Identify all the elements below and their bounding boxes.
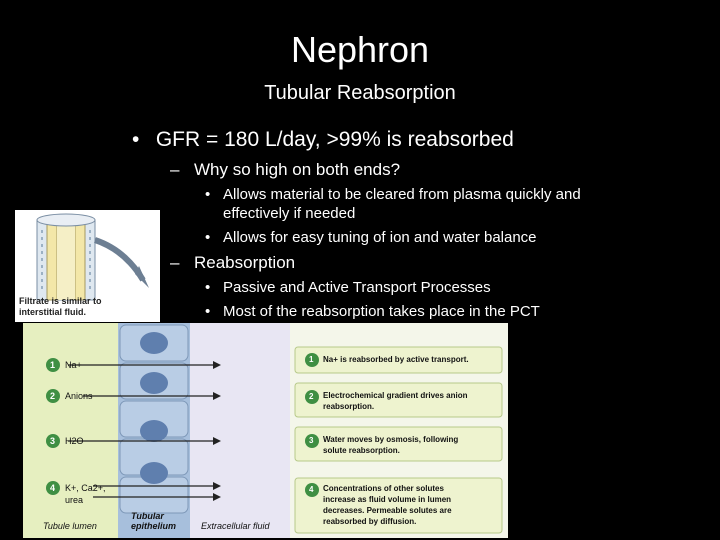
sub-bullet-reabsorption: –Reabsorption — [170, 253, 295, 273]
bullet-dot: • — [132, 128, 140, 151]
sub-bullet-why: –Why so high on both ends? — [170, 160, 400, 180]
tubule-lumen-small — [57, 220, 75, 300]
bullet-dot: • — [205, 186, 211, 203]
left-label-k-ca: K+, Ca2+, — [65, 483, 106, 493]
filtrate-caption: Filtrate is similar to interstitial flui… — [19, 296, 102, 318]
bullet-gfr-text: GFR = 180 L/day, >99% is reabsorbed — [155, 128, 514, 151]
point-tuning-text: Allows for easy tuning of ion and water … — [223, 229, 537, 246]
legend-3-line1: Water moves by osmosis, following — [323, 435, 459, 444]
reabsorption-figure — [23, 323, 508, 538]
tubule-top — [36, 213, 96, 227]
left-num-2: 2 — [50, 391, 56, 401]
point-cleared: • Allows material to be cleared from plas… — [205, 186, 581, 204]
left-num-1: 1 — [50, 360, 56, 370]
sub-bullet-reabsorption-text: Reabsorption — [194, 253, 296, 272]
legend-4-line3: decreases. Permeable solutes are — [323, 506, 452, 515]
point-tuning: • Allows for easy tuning of ion and water… — [205, 229, 537, 247]
left-number-circles — [46, 358, 60, 495]
legend-boxes — [294, 346, 503, 534]
right-number-circles — [305, 353, 319, 497]
epithelial-cells — [119, 324, 189, 514]
filtrate-caption-line1: Filtrate is similar to — [19, 296, 102, 306]
point-cleared-text: Allows material to be cleared from plasm… — [223, 186, 581, 203]
callout-arrowhead — [135, 266, 149, 288]
filtrate-caption-line2: interstitial fluid. — [19, 307, 87, 317]
point-pct-text: Most of the reabsorption takes place in … — [223, 303, 540, 320]
tubule-wall-left — [46, 219, 58, 301]
tubule-diagram: Filtrate is similar to interstitial flui… — [15, 210, 160, 322]
slide-title: Nephron — [290, 29, 430, 70]
transport-arrows — [68, 364, 213, 498]
tubule-wall-right — [74, 219, 86, 301]
left-label-h2o: H2O — [65, 436, 84, 446]
footer-tubule-lumen: Tubule lumen — [43, 521, 97, 531]
legend-text: 1 Na+ is reabsorbed by active transport.… — [23, 323, 508, 538]
legend-4-line2: increase as fluid volume in lumen — [323, 495, 452, 504]
footer-epithelium-line1: Tubular — [131, 511, 164, 521]
bullet-dot: • — [205, 279, 211, 296]
left-num-3: 3 — [50, 436, 56, 446]
left-label-na: Na+ — [65, 360, 82, 370]
dash-marker: – — [170, 160, 180, 179]
point-pct: • Most of the reabsorption takes place in… — [205, 303, 540, 321]
point-cleared-cont: effectively if needed — [223, 205, 356, 222]
legend-2-line1: Electrochemical gradient drives anion — [323, 391, 468, 400]
ecf-region — [190, 323, 290, 538]
legend-4-line4: reabsorbed by diffusion. — [323, 517, 417, 526]
legend-4-line1: Concentrations of other solutes — [323, 484, 444, 493]
legend-1-line1: Na+ is reabsorbed by active transport. — [323, 355, 469, 364]
transport-arrowheads — [213, 361, 221, 501]
left-num-4: 4 — [50, 483, 56, 493]
right-num-1: 1 — [309, 355, 314, 364]
point-transport: • Passive and Active Transport Processes — [205, 279, 491, 297]
reabsorption-diagram: 1 Na+ 2 Anions 3 H2O 4 K+, Ca2+, urea 1 … — [23, 323, 508, 538]
bullet-dot: • — [205, 229, 211, 246]
right-num-4: 4 — [309, 485, 314, 494]
dash-marker: – — [170, 253, 180, 272]
point-transport-text: Passive and Active Transport Processes — [223, 279, 491, 296]
footer-epithelium-line2: epithelium — [131, 521, 177, 531]
right-num-3: 3 — [309, 436, 314, 445]
right-num-2: 2 — [309, 392, 314, 401]
footer-extracellular-fluid: Extracellular fluid — [201, 521, 270, 531]
left-label-anions: Anions — [65, 391, 93, 401]
lumen-region — [23, 323, 118, 538]
sub-bullet-why-text: Why so high on both ends? — [194, 160, 401, 179]
footer-epithelium: Tubular epithelium — [131, 511, 176, 531]
left-labels: 1 Na+ 2 Anions 3 H2O 4 K+, Ca2+, urea — [23, 323, 118, 538]
left-label-urea: urea — [65, 495, 84, 505]
legend-3-line2: solute reabsorption. — [323, 446, 400, 455]
bullet-dot: • — [205, 303, 211, 320]
legend-2-line2: reabsorption. — [323, 402, 375, 411]
slide-subtitle: Tubular Reabsorption — [264, 82, 456, 104]
bullet-gfr: • GFR = 180 L/day, >99% is reabsorbed — [132, 128, 514, 152]
tubule-illustration — [36, 213, 149, 301]
